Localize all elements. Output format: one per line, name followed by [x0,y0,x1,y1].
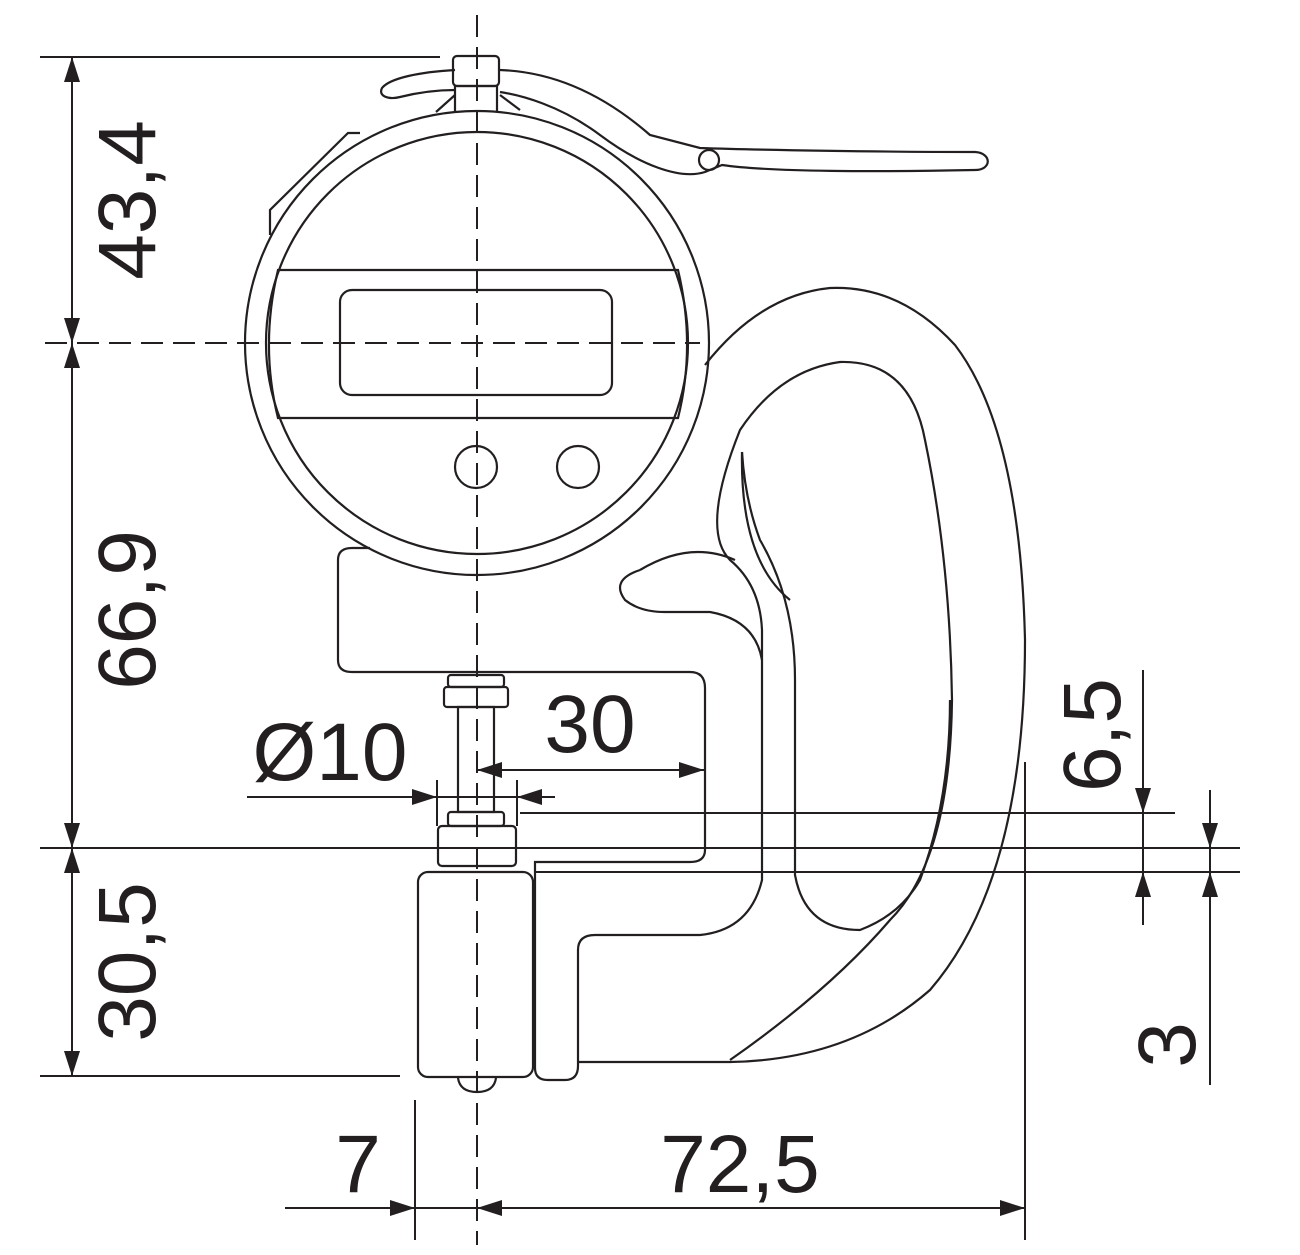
gap-dimension-arrows [1135,788,1151,897]
c-frame [336,286,1027,1082]
display-window [267,268,689,420]
dim-left-offset: 7 [335,1119,381,1210]
dim-bottom-height: 30,5 [82,882,173,1042]
anvil [416,870,535,1094]
dim-middle-height: 66,9 [82,530,173,690]
dim-contact-diameter: Ø10 [253,707,408,798]
spindle [436,673,518,868]
dim-contact-gap: 6,5 [1047,678,1138,792]
left-dimension-line [64,57,80,1076]
bottom-dimension-line [285,1200,1025,1216]
dim-anvil-offset: 3 [1122,1022,1213,1068]
offset-dimension-arrows [1202,823,1218,897]
dim-throat-depth: 30 [544,679,635,770]
dim-top-height: 43,4 [82,120,173,280]
button-right [555,444,601,490]
diameter-dimension-line [247,780,555,826]
throat-dimension-line [477,762,704,778]
extension-lines [40,56,1240,1240]
dim-overall-width: 72,5 [660,1119,820,1210]
lifting-lever [380,68,989,176]
upper-contact [436,824,518,868]
